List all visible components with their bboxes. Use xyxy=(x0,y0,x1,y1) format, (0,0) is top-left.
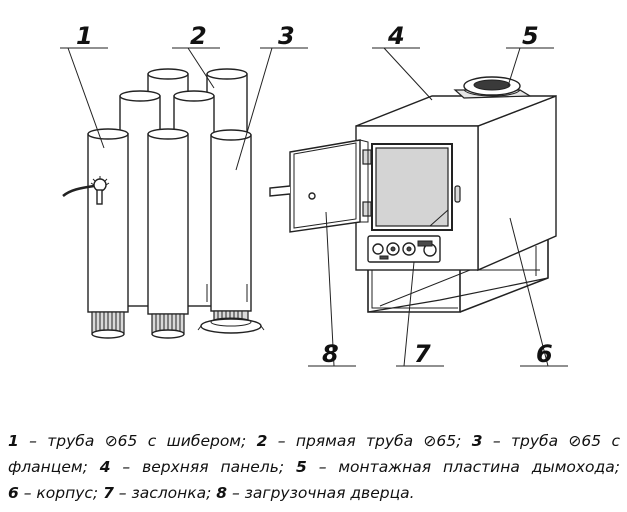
label-4: 4 xyxy=(387,22,405,50)
caption-text: – верхняя панель; xyxy=(110,458,296,476)
stove-body xyxy=(355,76,557,313)
label-2: 2 xyxy=(190,22,207,50)
label-5: 5 xyxy=(522,22,539,50)
leaders xyxy=(60,47,568,367)
label-1: 1 xyxy=(76,22,93,50)
caption-text: – труба ⊘65 с шибером; xyxy=(18,432,257,450)
caption-num: 8 xyxy=(216,484,228,502)
caption-text: – монтажная пластина дымохода; xyxy=(306,458,620,476)
caption-num: 2 xyxy=(256,432,268,450)
caption-num: 5 xyxy=(295,458,307,476)
caption-text: фланцем; xyxy=(8,458,100,476)
caption-line-2: фланцем; 4 – верхняя панель; 5 – монтажн… xyxy=(8,454,620,480)
caption-num: 6 xyxy=(8,484,19,502)
stove-diagram: 1 2 3 4 5 6 7 8 xyxy=(60,22,568,368)
caption-line-3: 6 – корпус; 7 – заслонка; 8 – загрузочна… xyxy=(8,480,620,506)
caption-text: – загрузочная дверца. xyxy=(227,484,415,502)
caption-text: – корпус; xyxy=(18,484,104,502)
caption-num: 3 xyxy=(471,432,483,450)
caption-text: – труба ⊘65 с xyxy=(482,432,620,450)
caption-num: 1 xyxy=(8,432,19,450)
label-6: 6 xyxy=(536,340,553,368)
caption-num: 7 xyxy=(103,484,114,502)
straight-pipe-front xyxy=(147,128,189,339)
caption-text: – прямая труба ⊘65; xyxy=(267,432,472,450)
label-8: 8 xyxy=(322,340,339,368)
label-3: 3 xyxy=(278,22,295,50)
diagram-caption: 1 – труба ⊘65 с шибером; 2 – прямая труб… xyxy=(8,428,620,506)
pipe-with-flange xyxy=(197,129,265,334)
back-pipe-ends xyxy=(147,284,248,302)
loading-door xyxy=(269,139,369,233)
label-7: 7 xyxy=(414,340,431,368)
air-damper xyxy=(367,235,441,263)
pipes-group xyxy=(62,68,265,339)
caption-text: – заслонка; xyxy=(113,484,217,502)
pipe-with-damper xyxy=(62,128,129,339)
caption-num: 4 xyxy=(99,458,111,476)
caption-line-1: 1 – труба ⊘65 с шибером; 2 – прямая труб… xyxy=(8,428,620,454)
